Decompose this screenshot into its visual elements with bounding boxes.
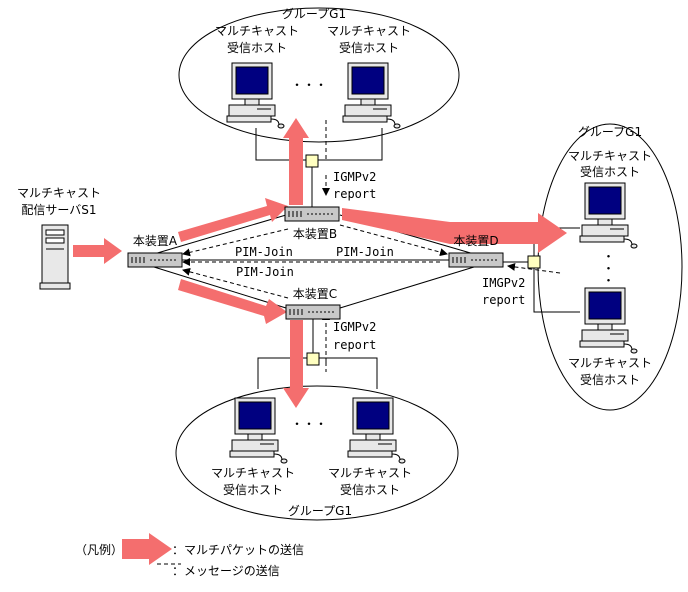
group-label-top: グループG1 <box>282 7 346 21</box>
host-right-top-icon <box>579 182 638 249</box>
host-label-right-top-2: 受信ホスト <box>580 165 640 179</box>
server-icon <box>39 224 71 290</box>
flow-arrow-a-to-c <box>178 279 287 324</box>
host-label-top-left-2: 受信ホスト <box>227 41 287 55</box>
host-bottom-right-icon <box>347 397 406 464</box>
host-label-right-bottom-1: マルチキャスト <box>568 356 652 370</box>
device-a-label: 本装置A <box>133 234 178 248</box>
host-bottom-left-icon <box>229 397 288 464</box>
dots-top: ・・・ <box>291 78 327 92</box>
device-a-icon <box>127 252 183 268</box>
device-b-icon <box>284 206 340 222</box>
pim-join-label-right: PIM-Join <box>336 245 394 259</box>
host-top-right-icon <box>342 62 401 129</box>
flow-arrow-c-to-bottom <box>283 320 309 408</box>
multicast-flow-arrows <box>73 118 567 565</box>
legend-message-text: ：メッセージの送信 <box>172 563 280 578</box>
hub-bottom <box>306 352 320 366</box>
igmp-top-report: report <box>333 187 376 201</box>
device-d-icon <box>448 252 504 268</box>
group-label-bottom: グループG1 <box>288 504 352 518</box>
device-d-label: 本装置D <box>453 234 498 248</box>
device-b-label: 本装置B <box>293 227 337 241</box>
host-top-left-icon <box>226 62 285 129</box>
legend-title: （凡例） <box>75 543 123 557</box>
legend-packet-text: ：マルチパケットの送信 <box>172 542 304 557</box>
group-ellipse-bottom <box>175 385 459 521</box>
group-ellipse-top <box>178 7 460 143</box>
host-right-bottom-icon <box>579 287 638 354</box>
pim-join-label-lower: PIM-Join <box>236 265 294 279</box>
host-label-top-right-1: マルチキャスト <box>327 24 411 38</box>
device-c-icon <box>285 304 341 320</box>
igmp-top-label: IGMPv2 <box>333 170 376 184</box>
flow-arrow-server-to-a <box>73 238 122 264</box>
group-label-right: グループG1 <box>578 125 642 139</box>
host-label-right-bottom-2: 受信ホスト <box>580 373 640 387</box>
dots-right: ・・・ <box>601 250 615 286</box>
legend-arrow-sample <box>122 533 172 565</box>
hub-right <box>527 255 541 269</box>
message-lines <box>157 120 561 565</box>
host-label-right-top-1: マルチキャスト <box>568 149 652 163</box>
igmp-right-label: IMGPv2 <box>482 276 525 290</box>
host-label-top-left-1: マルチキャスト <box>215 24 299 38</box>
device-c-label: 本装置C <box>293 287 337 301</box>
hub-top <box>305 154 319 168</box>
flow-arrow-b-to-top <box>283 118 309 205</box>
igmp-bottom-report: report <box>333 338 376 352</box>
flow-arrow-a-to-b <box>178 198 288 242</box>
host-label-bottom-right-1: マルチキャスト <box>328 466 412 480</box>
host-label-bottom-left-2: 受信ホスト <box>223 483 283 497</box>
igmp-right-report: report <box>482 293 525 307</box>
dots-bottom: ・・・ <box>291 417 327 431</box>
server-label-line1: マルチキャスト <box>17 186 101 200</box>
flow-arrow-b-to-d <box>342 208 567 253</box>
server-label-line2: 配信サーバS1 <box>21 203 96 217</box>
host-label-bottom-right-2: 受信ホスト <box>340 483 400 497</box>
pim-join-label-left: PIM-Join <box>235 245 293 259</box>
host-label-top-right-2: 受信ホスト <box>339 41 399 55</box>
host-label-bottom-left-1: マルチキャスト <box>211 466 295 480</box>
igmp-bottom-label: IGMPv2 <box>333 320 376 334</box>
